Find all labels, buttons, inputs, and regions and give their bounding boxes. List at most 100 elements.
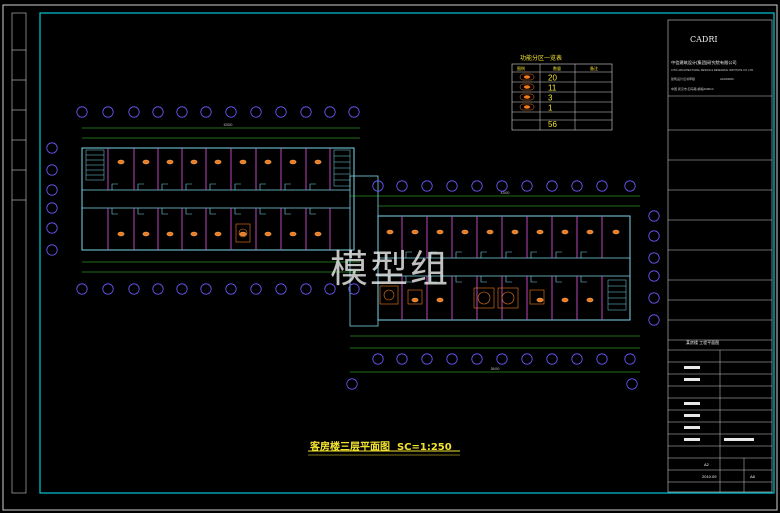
grid-bubble (250, 283, 262, 295)
grid-bubble (496, 353, 508, 365)
grid-bubble (275, 283, 287, 295)
grid-bubble (152, 283, 164, 295)
logo-cadri: CADRI (690, 35, 718, 44)
legend-header-icon: 图例 (517, 65, 525, 71)
grid-bubble (46, 184, 58, 196)
grid-bubble (421, 353, 433, 365)
grid-bubble (250, 106, 262, 118)
grid-bubble (626, 378, 638, 390)
grid-bubble (76, 283, 88, 295)
grid-bubble (648, 292, 660, 304)
grid-bubble (372, 180, 384, 192)
bed-symbol (239, 231, 247, 237)
legend-count-3: 3 (548, 94, 553, 103)
bed-symbol (190, 159, 198, 165)
bed-symbol (561, 229, 569, 235)
bed-symbol (536, 229, 544, 235)
bed-symbol (264, 231, 272, 237)
project-name: 某房楼 工程平面图 (686, 339, 719, 345)
right-top-total-dim: 42600 (501, 191, 510, 195)
grid-bubble (471, 353, 483, 365)
grid-bubble (396, 180, 408, 192)
grid-bubble (225, 106, 237, 118)
grid-bubble (421, 180, 433, 192)
grid-bubble (496, 180, 508, 192)
bed-symbol (486, 229, 494, 235)
bed-symbol (511, 229, 519, 235)
bed-symbol (411, 229, 419, 235)
inner-frame (39, 12, 775, 494)
grid-bubble (446, 180, 458, 192)
left-top-total-dim: 52800 (224, 123, 233, 127)
room-bed-symbols (117, 159, 620, 303)
grid-bubble (648, 230, 660, 242)
bed-symbol (314, 159, 322, 165)
bed-symbol (436, 297, 444, 303)
grid-bubble (128, 283, 140, 295)
furniture-clusters (235, 223, 545, 309)
grid-bubble (46, 244, 58, 256)
company-cn: 中信建筑设计(集团)研究院有限公司 (671, 59, 737, 66)
grid-bubble (648, 252, 660, 264)
bed-symbol (289, 159, 297, 165)
grid-bubble (176, 106, 188, 118)
bed-symbol (561, 297, 569, 303)
bed-symbol (386, 229, 394, 235)
grid-bubble (324, 283, 336, 295)
legend-count-4: 1 (548, 104, 553, 113)
bed-symbol (166, 231, 174, 237)
grid-bubble (596, 180, 608, 192)
bed-symbol (612, 229, 620, 235)
grid-bubble (46, 142, 58, 154)
bed-symbol (214, 159, 222, 165)
bed-symbol (142, 231, 150, 237)
sheet-size: A2 (704, 462, 710, 467)
grid-bubble (46, 164, 58, 176)
watermark-logo: 模型组 (330, 247, 451, 291)
bed-symbol (586, 297, 594, 303)
company-en: CITIC ARCHITECTURAL DESIGN & RESEARCH IN… (671, 68, 754, 72)
date: 2010.09 (702, 474, 717, 479)
cert-no: A1000000 (720, 77, 734, 81)
grid-bubble (300, 283, 312, 295)
bed-symbol (411, 297, 419, 303)
grid-bubble (200, 283, 212, 295)
grid-bubble (152, 106, 164, 118)
bed-symbol (214, 231, 222, 237)
legend-count-1: 20 (548, 74, 557, 83)
drawing-title: 客房楼三层平面图 SC=1:250 (310, 442, 452, 453)
bed-symbol (239, 159, 247, 165)
bed-symbol (436, 229, 444, 235)
grid-bubble (596, 353, 608, 365)
grid-bubble (521, 180, 533, 192)
grid-bubble (346, 378, 358, 390)
bed-symbol (536, 297, 544, 303)
grid-bubble (648, 270, 660, 282)
legend-header-note: 备注 (590, 65, 598, 71)
sheet-no: A8 (750, 474, 756, 479)
grid-bubble (624, 353, 636, 365)
grid-bubble (471, 180, 483, 192)
axis-grid-bubbles (46, 106, 660, 390)
address: 中国 武汉市 四马路 邮编430014 (671, 86, 714, 91)
grid-bubble (128, 106, 140, 118)
bed-symbol (142, 159, 150, 165)
bed-symbol (461, 229, 469, 235)
right-wing-plan: 42600 38400 (349, 175, 640, 373)
bed-symbol (190, 231, 198, 237)
bed-symbol (117, 231, 125, 237)
grid-bubble (546, 180, 558, 192)
bed-symbol (264, 159, 272, 165)
grid-bubble (46, 202, 58, 214)
grid-bubble (571, 180, 583, 192)
grid-bubble (348, 106, 360, 118)
right-bottom-total-dim: 38400 (491, 367, 500, 371)
grid-bubble (372, 353, 384, 365)
grid-bubble (571, 353, 583, 365)
legend-title: 功能分区一览表 (520, 54, 562, 62)
grid-bubble (546, 353, 558, 365)
legend-table: 功能分区一览表 图例 数量 备注 20 11 3 1 56 (511, 54, 613, 131)
bed-symbol (166, 159, 174, 165)
legend-count-2: 11 (548, 84, 557, 93)
